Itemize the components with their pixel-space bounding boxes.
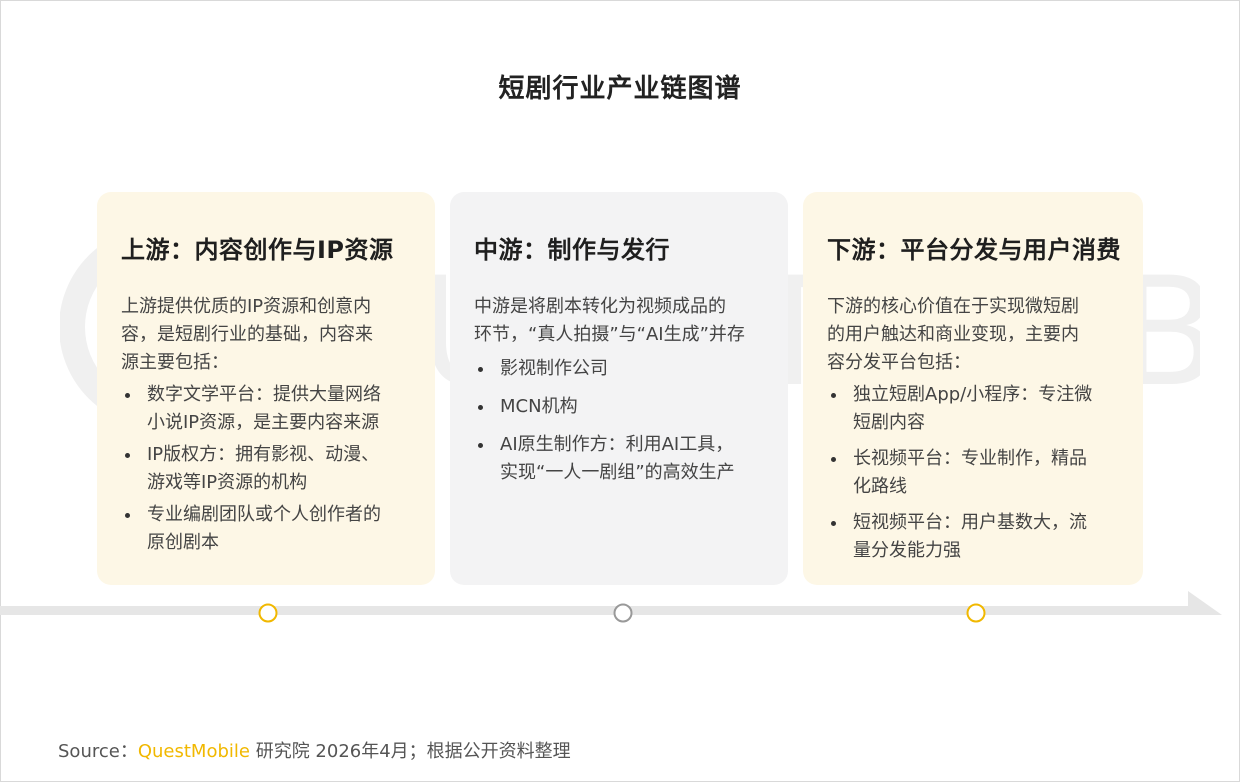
midstream-list: 影视制作公司 MCN机构 AI原生制作方：利用AI工具，实现“一人一剧组”的高效… bbox=[474, 355, 764, 487]
timeline-arrow bbox=[0, 591, 1222, 623]
source-suffix: 研究院 2026年4月；根据公开资料整理 bbox=[249, 741, 571, 762]
downstream-description: 下游的核心价值在于实现微短剧 的用户触达和商业变现，主要内 容分发平台包括： bbox=[827, 296, 1079, 373]
downstream-list: 独立短剧App/小程序：专注微短剧内容 长视频平台：专业制作，精品化路线 短视频… bbox=[827, 381, 1119, 565]
list-item: AI原生制作方：利用AI工具，实现“一人一剧组”的高效生产 bbox=[474, 431, 764, 487]
upstream-card: 上游：内容创作与IP资源 上游提供优质的IP资源和创意内 容，是短剧行业的基础，… bbox=[97, 192, 435, 585]
list-item: 影视制作公司 bbox=[474, 355, 764, 383]
timeline-node-upstream bbox=[258, 603, 278, 623]
source-brand: QuestMobile bbox=[137, 741, 250, 762]
list-item: 专业编剧团队或个人创作者的原创剧本 bbox=[121, 501, 411, 557]
upstream-heading: 上游：内容创作与IP资源 bbox=[121, 236, 394, 264]
list-item: 短视频平台：用户基数大，流量分发能力强 bbox=[827, 509, 1119, 565]
list-item: MCN机构 bbox=[474, 393, 764, 421]
list-item: 数字文学平台：提供大量网络小说IP资源，是主要内容来源 bbox=[121, 381, 411, 437]
upstream-description: 上游提供优质的IP资源和创意内 容，是短剧行业的基础，内容来 源主要包括： bbox=[121, 296, 373, 373]
list-item: IP版权方：拥有影视、动漫、游戏等IP资源的机构 bbox=[121, 441, 411, 497]
downstream-card: 下游：平台分发与用户消费 下游的核心价值在于实现微短剧 的用户触达和商业变现，主… bbox=[803, 192, 1143, 585]
list-item: 长视频平台：专业制作，精品化路线 bbox=[827, 445, 1119, 501]
list-item: 独立短剧App/小程序：专注微短剧内容 bbox=[827, 381, 1119, 437]
page-title: 短剧行业产业链图谱 bbox=[498, 74, 742, 104]
timeline-node-midstream bbox=[613, 603, 633, 623]
midstream-card: 中游：制作与发行 中游是将剧本转化为视频成品的 环节，“真人拍摄”与“AI生成”… bbox=[450, 192, 788, 585]
downstream-heading: 下游：平台分发与用户消费 bbox=[827, 236, 1121, 264]
source-prefix: Source： bbox=[58, 741, 138, 762]
source-note: Source：QuestMobile 研究院 2026年4月；根据公开资料整理 bbox=[58, 737, 571, 763]
timeline-node-downstream bbox=[966, 603, 986, 623]
timeline-bar bbox=[0, 591, 1222, 615]
upstream-list: 数字文学平台：提供大量网络小说IP资源，是主要内容来源 IP版权方：拥有影视、动… bbox=[121, 381, 411, 557]
midstream-description: 中游是将剧本转化为视频成品的 环节，“真人拍摄”与“AI生成”并存 bbox=[474, 296, 745, 345]
midstream-heading: 中游：制作与发行 bbox=[474, 236, 670, 264]
